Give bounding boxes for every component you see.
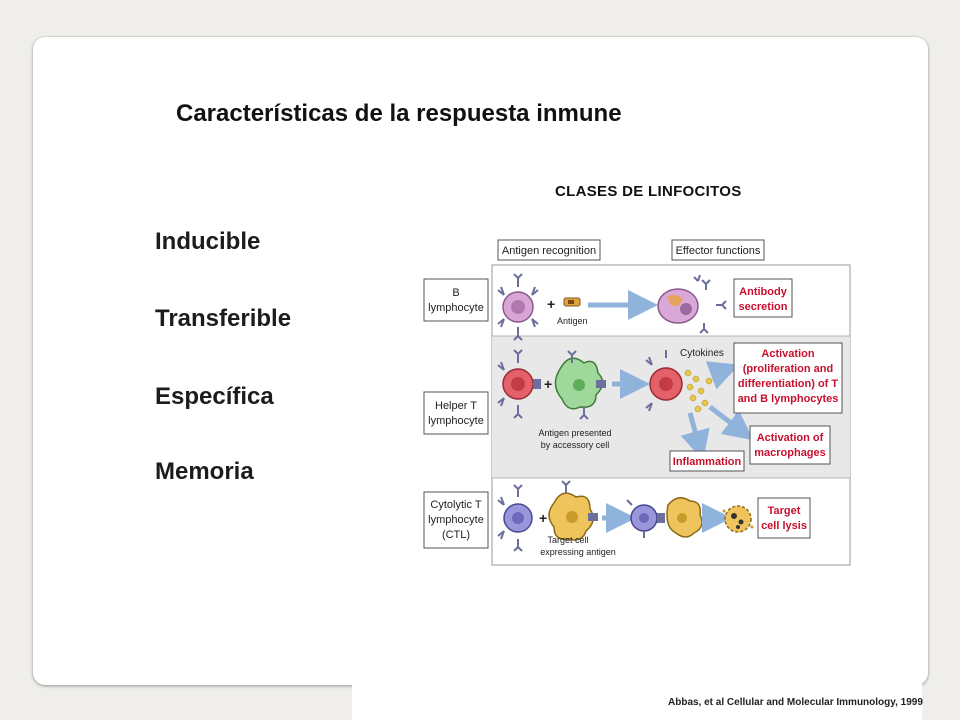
plasma-cell-icon [657, 288, 699, 324]
svg-text:Antigen: Antigen [557, 316, 588, 326]
svg-text:lymphocyte: lymphocyte [428, 514, 484, 526]
antigen-icon [563, 297, 581, 307]
svg-text:lymphocyte: lymphocyte [428, 415, 484, 427]
svg-text:Activation of: Activation of [757, 432, 824, 444]
bullet-item: Específica [155, 383, 274, 410]
ctl-cell-icon [497, 484, 533, 552]
svg-text:Cytolytic T: Cytolytic T [430, 499, 481, 511]
svg-text:+: + [547, 296, 555, 312]
svg-text:+: + [539, 510, 547, 526]
diagram-title: CLASES DE LINFOCITOS [555, 183, 742, 200]
lysed-cell-icon [722, 505, 754, 533]
row-label-b-lymphocyte: B lymphocyte [423, 278, 489, 322]
b-cell-icon [497, 273, 539, 341]
svg-text:Target: Target [768, 505, 801, 517]
bullet-item: Transferible [155, 305, 292, 332]
svg-text:by accessory cell: by accessory cell [541, 440, 610, 450]
effect-box-activation-macrophages: Activation of macrophages [749, 425, 831, 465]
antibody-icons [693, 274, 727, 334]
svg-text:(CTL): (CTL) [442, 529, 470, 541]
row-label-helper-t-lymphocyte: Helper T lymphocyte [423, 391, 489, 435]
credit-panel [352, 680, 922, 720]
svg-text:Target cell: Target cell [547, 535, 588, 545]
row-label-cytolytic-t-lymphocyte: Cytolytic T lymphocyte (CTL) [423, 491, 489, 549]
svg-text:lymphocyte: lymphocyte [428, 302, 484, 314]
accessory-cell-icon [554, 350, 606, 420]
svg-text:Antibody: Antibody [739, 286, 788, 298]
svg-text:cell lysis: cell lysis [761, 520, 807, 532]
svg-text:secretion: secretion [739, 301, 788, 313]
svg-text:+: + [544, 376, 552, 392]
svg-text:B: B [452, 287, 459, 299]
svg-text:and B lymphocytes: and B lymphocytes [738, 393, 839, 405]
svg-text:macrophages: macrophages [754, 447, 826, 459]
header-effector-functions: Effector functions [671, 239, 765, 261]
lymphocyte-classes-diagram: Antigen recognition Effector functions B… [423, 239, 851, 566]
slide-title: Características de la respuesta inmune [176, 100, 622, 127]
svg-text:Effector functions: Effector functions [676, 245, 761, 257]
ctl-bound-target-icon [626, 497, 703, 538]
svg-text:Helper T: Helper T [435, 400, 477, 412]
source-credit: Abbas, et al Cellular and Molecular Immu… [668, 697, 923, 708]
svg-text:Antigen recognition: Antigen recognition [502, 245, 596, 257]
svg-text:differentiation) of T: differentiation) of T [738, 378, 838, 390]
activated-helper-t-cell-icon [645, 350, 683, 412]
effect-box-activation-lymphocytes: Activation (proliferation and differenti… [733, 342, 843, 414]
effect-box-antibody-secretion: Antibody secretion [733, 278, 793, 318]
bullet-item: Inducible [155, 228, 261, 255]
helper-t-cell-icon [497, 349, 541, 419]
svg-text:Cytokines: Cytokines [680, 348, 724, 359]
header-antigen-recognition: Antigen recognition [497, 239, 601, 261]
effect-box-inflammation: Inflammation [669, 450, 745, 472]
svg-text:Antigen presented: Antigen presented [538, 428, 611, 438]
bullet-item: Memoria [155, 458, 254, 485]
svg-text:(proliferation and: (proliferation and [743, 363, 833, 375]
svg-text:expressing antigen: expressing antigen [540, 547, 616, 557]
effect-box-target-cell-lysis: Target cell lysis [757, 497, 811, 539]
svg-text:Inflammation: Inflammation [673, 456, 742, 468]
svg-text:Activation: Activation [761, 348, 814, 360]
target-cell-icon [548, 480, 598, 541]
